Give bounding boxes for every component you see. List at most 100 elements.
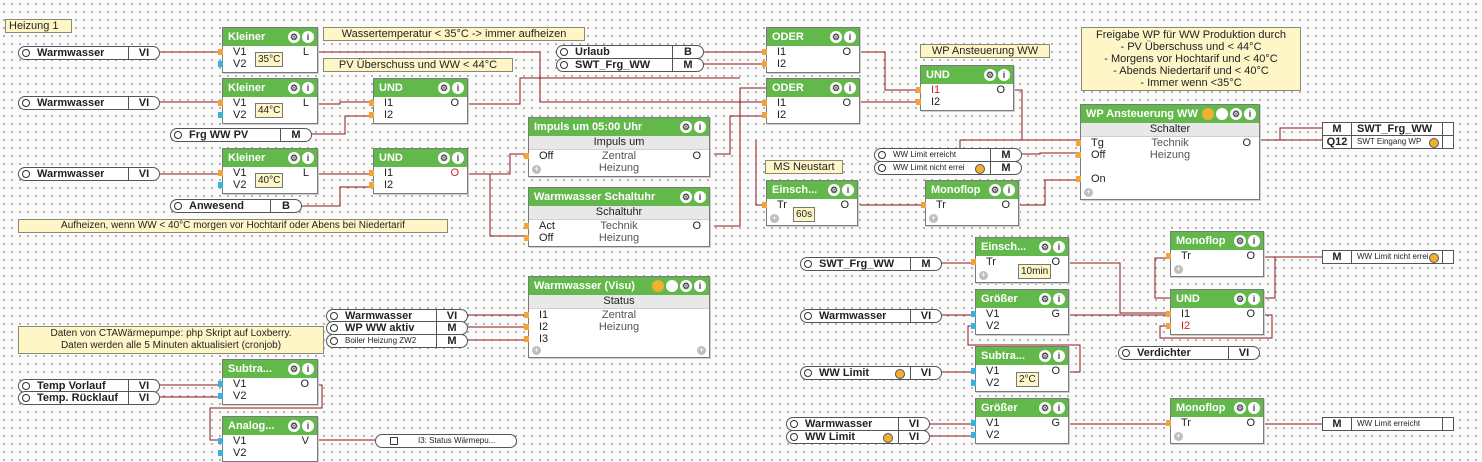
- input-pin[interactable]: [369, 112, 374, 118]
- input-pin[interactable]: [369, 170, 374, 176]
- input-pin[interactable]: [218, 170, 223, 176]
- input-pin[interactable]: [971, 323, 976, 329]
- input-pin[interactable]: [218, 450, 223, 456]
- block-part: [1122, 349, 1130, 357]
- input-pin[interactable]: [1076, 152, 1081, 158]
- input-pin[interactable]: [524, 312, 529, 318]
- block-part: Zentral: [601, 150, 637, 162]
- input-pin[interactable]: [971, 368, 976, 374]
- input-pin[interactable]: [218, 49, 223, 55]
- input-pin[interactable]: [1166, 323, 1171, 329]
- input-pin[interactable]: [762, 202, 767, 208]
- input-pin[interactable]: [524, 235, 529, 241]
- input-pin[interactable]: [524, 336, 529, 342]
- input-pin[interactable]: [369, 182, 374, 188]
- input-pin[interactable]: [762, 112, 767, 118]
- input-pin[interactable]: [916, 87, 921, 93]
- input-pin[interactable]: [218, 381, 223, 387]
- block-part: M: [990, 162, 1021, 174]
- input-pin[interactable]: [218, 100, 223, 106]
- comment-aufheizen: Aufheizen, wenn WW < 40°C morgen vor Hoc…: [18, 219, 448, 233]
- input-pin[interactable]: [369, 100, 374, 106]
- input-pin[interactable]: [1166, 253, 1171, 259]
- info-icon: i: [694, 191, 706, 203]
- input-pin[interactable]: [762, 49, 767, 55]
- block-part: [22, 394, 30, 402]
- input-pin[interactable]: [971, 380, 976, 386]
- input-pin[interactable]: [524, 324, 529, 330]
- input-pin[interactable]: [524, 153, 529, 159]
- input-pin[interactable]: [971, 420, 976, 426]
- input-pin[interactable]: [762, 100, 767, 106]
- block-part: [1081, 161, 1259, 173]
- input-pin[interactable]: [524, 223, 529, 229]
- input-pin[interactable]: [916, 99, 921, 105]
- gear-icon: ⚙: [680, 121, 692, 133]
- input-pin[interactable]: [1076, 176, 1081, 182]
- input-pin[interactable]: [218, 438, 223, 444]
- input-pin[interactable]: [218, 112, 223, 118]
- input-pin[interactable]: [218, 393, 223, 399]
- block-part: WP WW aktiv: [345, 322, 415, 334]
- input-pin[interactable]: [762, 61, 767, 67]
- output-status-waermepumpe[interactable]: I3: Status Wärmepu...: [375, 434, 517, 448]
- block-part: V2: [218, 58, 317, 70]
- input-pin[interactable]: [1076, 140, 1081, 146]
- input-pin[interactable]: [971, 432, 976, 438]
- block-part: L: [302, 46, 309, 58]
- input-pin[interactable]: [921, 202, 926, 208]
- input-pin[interactable]: [218, 182, 223, 188]
- input-pin[interactable]: [218, 61, 223, 67]
- input-pin[interactable]: [1166, 420, 1171, 426]
- input-pin[interactable]: [971, 311, 976, 317]
- input-pin[interactable]: [971, 259, 976, 265]
- input-pin[interactable]: [1166, 311, 1171, 317]
